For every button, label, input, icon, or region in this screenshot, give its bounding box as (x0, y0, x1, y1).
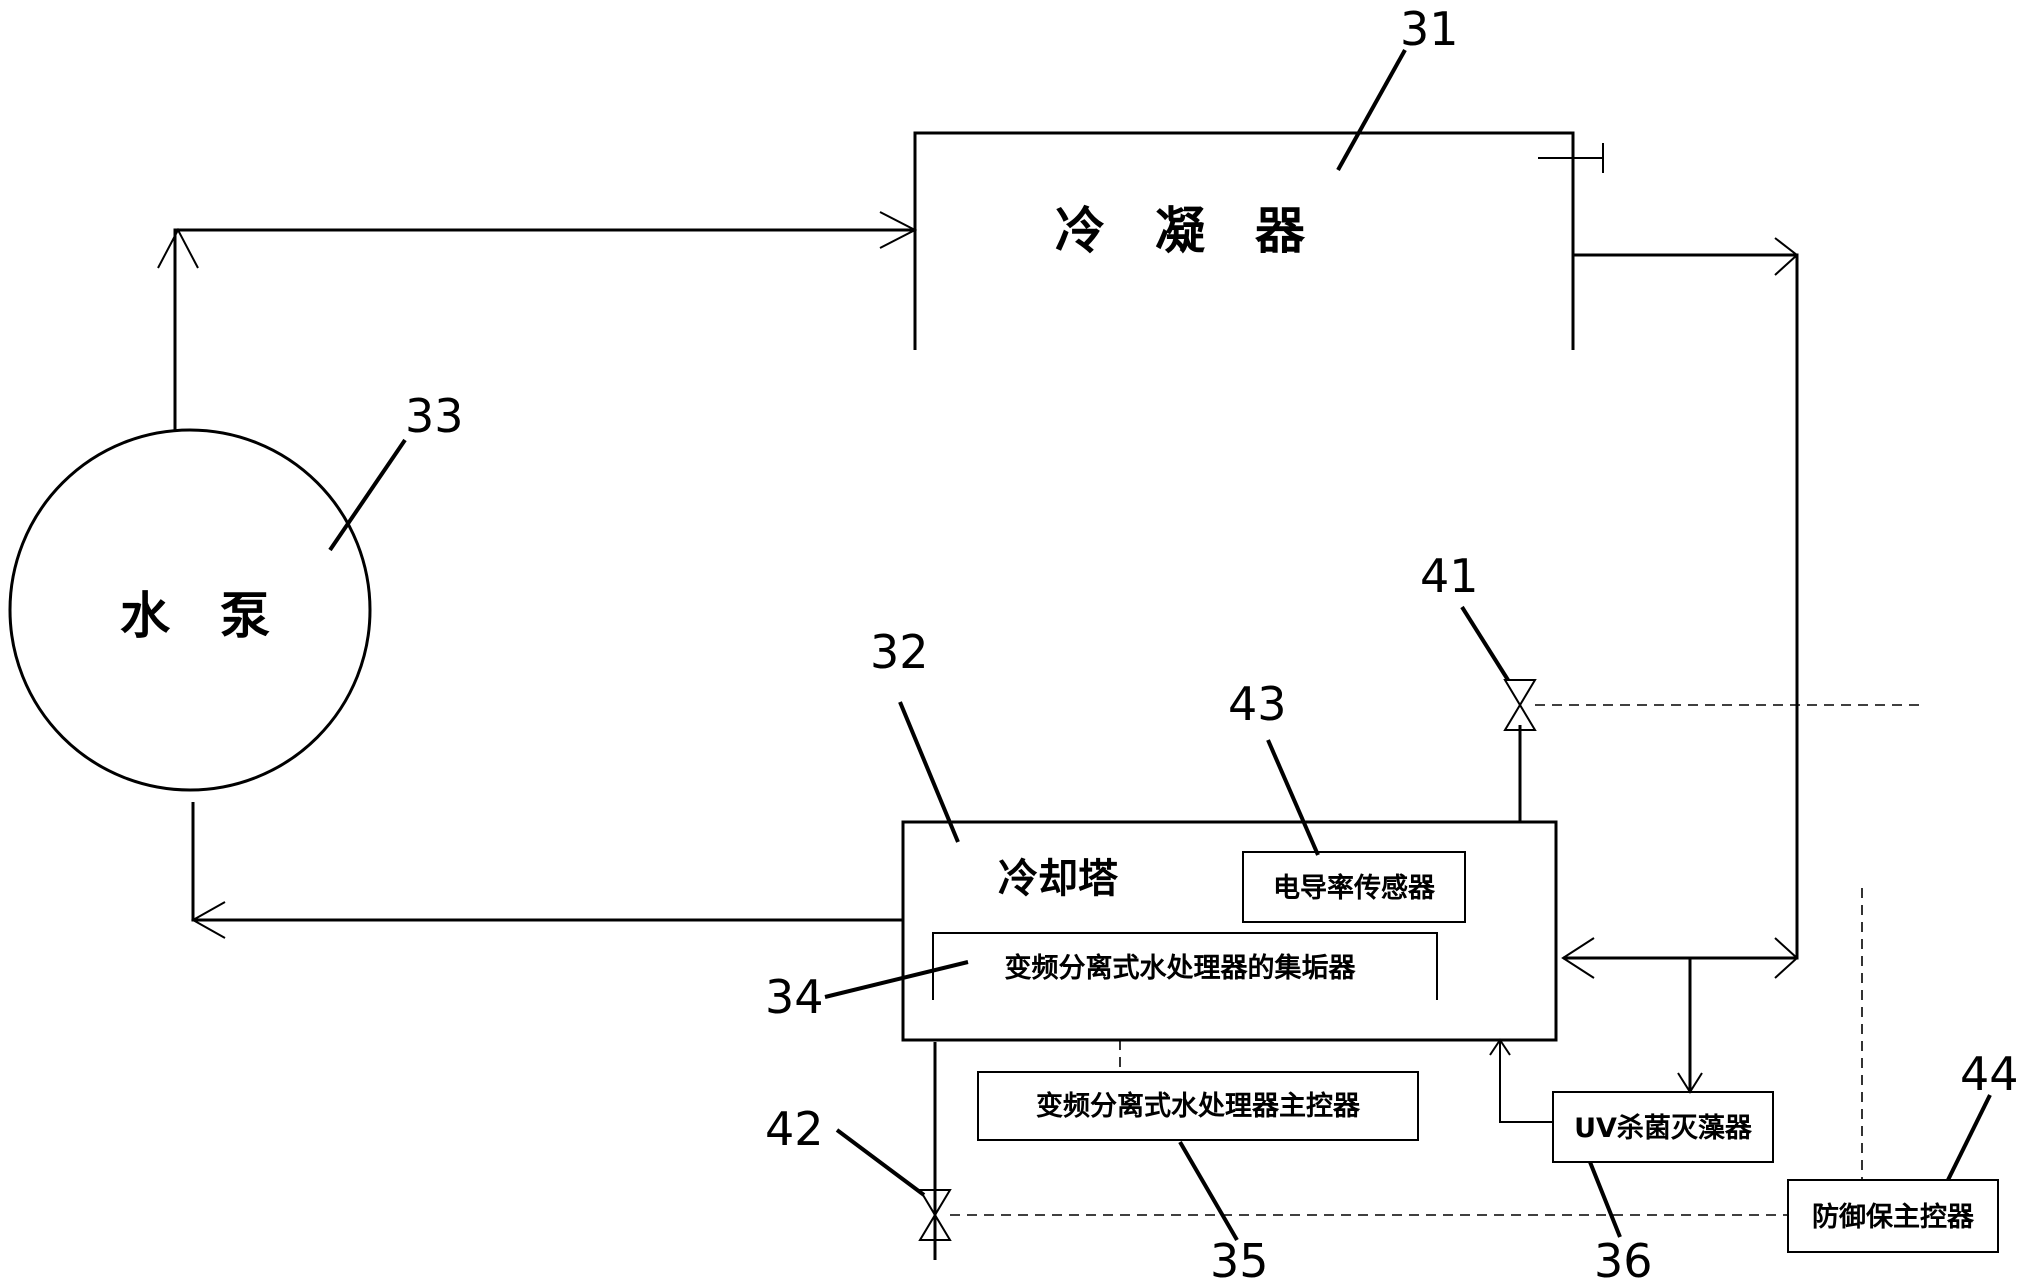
flow-arrow-up (157, 227, 199, 269)
tower-label: 冷却塔 (998, 856, 1119, 902)
piping (157, 211, 1799, 1260)
main-controller-label: 变频分离式水处理器主控器 (1036, 1090, 1361, 1122)
return-pipe (1563, 253, 1799, 960)
pump-label: 水 泵 (120, 587, 270, 645)
pump-circle (8, 428, 372, 792)
supply-pipe (173, 228, 915, 432)
flow-arrow-to-tower (1561, 937, 1595, 979)
main-controller-box (977, 1071, 1419, 1141)
water-pump: 水 泵 (8, 428, 372, 792)
conductivity-sensor-label: 电导率传感器 (1273, 872, 1436, 904)
ref-43: 43 (1228, 677, 1287, 731)
reference-numbers: 31 33 32 43 41 34 42 35 36 44 (405, 2, 2019, 1287)
leader-lines (328, 49, 1992, 1242)
condenser-body (913, 131, 1575, 350)
flow-arrow-down (1774, 937, 1799, 979)
conductivity-sensor-box (1242, 851, 1466, 923)
ref-32: 32 (870, 625, 929, 679)
uv-return-pipe (1499, 1040, 1553, 1123)
collector-label: 变频分离式水处理器的集垢器 (1005, 952, 1357, 984)
valve-41 (1503, 679, 1537, 731)
condenser: 冷 凝 器 (913, 131, 1604, 350)
ref-41: 41 (1420, 549, 1479, 603)
ref-35: 35 (1210, 1234, 1269, 1287)
ref-36: 36 (1594, 1234, 1653, 1287)
ref-34: 34 (765, 970, 824, 1024)
ref-44: 44 (1960, 1047, 2019, 1101)
collector-box (932, 932, 1438, 1000)
cooling-tower: 冷却塔 电导率传感器 变频分离式水处理器的集垢器 (901, 820, 1558, 1042)
uv-sterilizer-label: UV杀菌灭藻器 (1574, 1112, 1753, 1144)
protection-controller-box (1787, 1179, 1999, 1253)
protection-controller-label: 防御保主控器 (1812, 1202, 1975, 1233)
condenser-label: 冷 凝 器 (1055, 202, 1306, 260)
uv-sterilizer-box (1552, 1091, 1774, 1163)
tower-box (901, 820, 1558, 1042)
ref-33: 33 (405, 389, 464, 443)
ref-42: 42 (765, 1102, 824, 1156)
flow-arrow-to-condenser (879, 211, 918, 249)
flow-arrow-right (1774, 237, 1799, 276)
control-lines (950, 704, 1925, 1216)
ref-31: 31 (1400, 2, 1459, 56)
valve-42 (918, 1189, 952, 1241)
flow-arrow-to-pump (190, 901, 226, 939)
tower-to-pump-pipe (191, 802, 903, 922)
